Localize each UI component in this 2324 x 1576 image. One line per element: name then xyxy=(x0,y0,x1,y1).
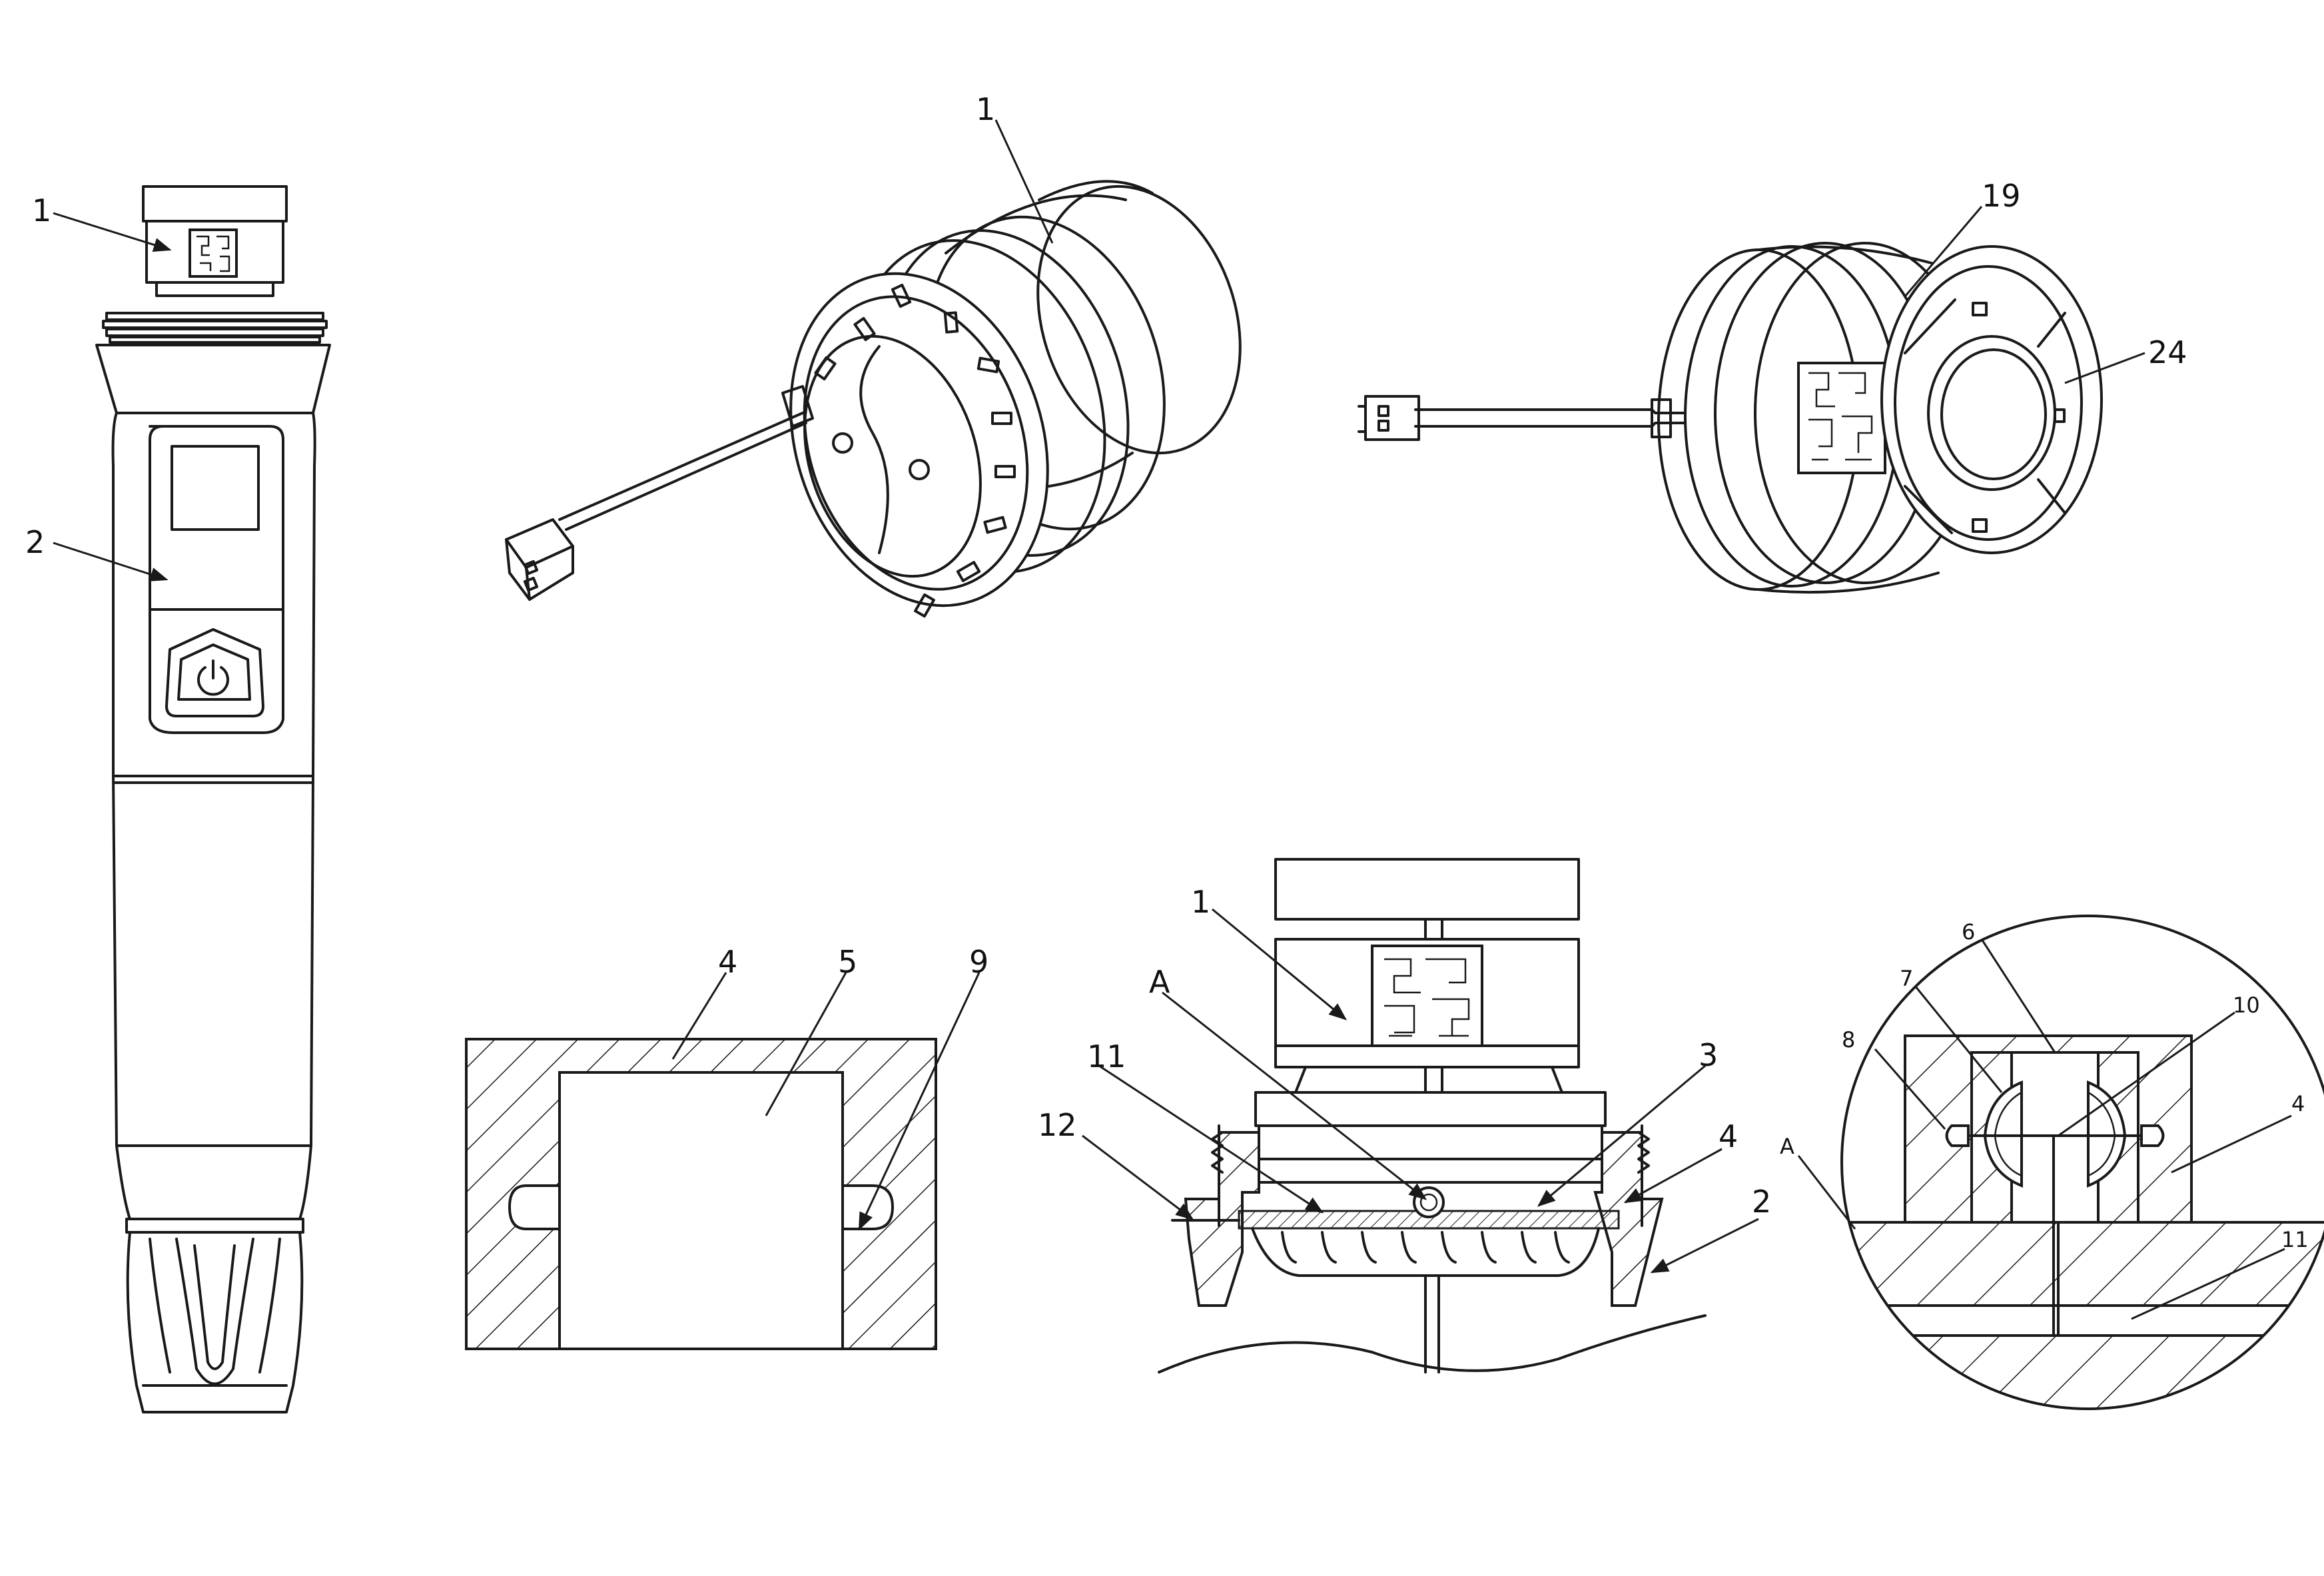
assembly-cap xyxy=(1274,858,1580,921)
pen-neck xyxy=(155,281,274,297)
assembly-threads xyxy=(1211,1131,1650,1174)
label-detail-6: 6 xyxy=(1962,919,1975,945)
label-front-1: 1 xyxy=(976,91,995,127)
label-detail-10: 10 xyxy=(2233,992,2260,1018)
module-front-rear-face xyxy=(1036,185,1242,455)
label-detail-4: 4 xyxy=(2291,1091,2305,1116)
module-rear-sensor-block xyxy=(1797,362,1886,474)
pen-band xyxy=(125,1218,304,1234)
label-assembly-12: 12 xyxy=(1038,1107,1077,1143)
module-rear-connector xyxy=(1357,395,1420,441)
section-block-cavity xyxy=(558,1071,844,1350)
label-assembly-a: A xyxy=(1149,964,1170,1000)
label-block-4: 4 xyxy=(718,944,737,980)
assembly-detail-point xyxy=(1413,1186,1445,1218)
module-front-hole-left xyxy=(832,432,853,454)
detail-pin-right xyxy=(2140,1124,2165,1147)
module-front-connector xyxy=(505,518,574,601)
module-front-view xyxy=(505,180,1242,618)
module-front-hole-right xyxy=(909,459,930,480)
module-rear-front-ring xyxy=(1880,245,2103,554)
label-rear-24: 24 xyxy=(2148,334,2187,370)
pen-tip xyxy=(126,1231,304,1413)
power-button[interactable] xyxy=(177,643,251,701)
assembly-shoulder xyxy=(1254,1091,1607,1127)
power-icon xyxy=(197,659,229,696)
assembly-sensor-chip xyxy=(1371,945,1483,1047)
detail-a-circle xyxy=(1840,915,2324,1410)
assembly-section-view xyxy=(1158,858,1707,1374)
assembly-lower-ring xyxy=(1274,1044,1580,1068)
label-detail-a: A xyxy=(1780,1134,1794,1159)
label-assembly-11: 11 xyxy=(1087,1038,1126,1074)
pen-button-bezel xyxy=(165,628,264,717)
pen-threads xyxy=(102,312,328,344)
pen-display-panel xyxy=(149,425,284,611)
label-pen-2: 2 xyxy=(25,524,45,560)
section-block-view xyxy=(465,1038,937,1350)
detail-pin-left xyxy=(1945,1124,1970,1147)
callout-labels: 1 2 1 19 24 4 5 9 1 A 11 12 3 4 2 6 7 10… xyxy=(25,91,2309,1252)
label-assembly-1: 1 xyxy=(1191,884,1210,920)
assembly-fins xyxy=(1281,1231,1570,1264)
module-front-cable xyxy=(558,385,814,531)
label-block-9: 9 xyxy=(969,944,988,980)
module-front-ring xyxy=(789,272,1049,607)
module-front-ring-notches xyxy=(814,283,1016,618)
module-rear-cable xyxy=(1414,398,1687,438)
label-detail-8: 8 xyxy=(1842,1027,1855,1052)
pen-view xyxy=(95,185,331,1413)
pen-lower-body xyxy=(112,775,314,1220)
module-rear-view xyxy=(1357,242,2103,594)
label-rear-19: 19 xyxy=(1982,178,2021,214)
label-detail-7: 7 xyxy=(1900,966,1913,991)
assembly-bottom-cup xyxy=(1251,1227,1600,1277)
section-block-slot-right xyxy=(841,1184,895,1230)
pen-screen xyxy=(171,445,260,531)
pen-button-panel xyxy=(149,608,284,734)
assembly-break-line xyxy=(1158,1314,1707,1374)
pen-collar xyxy=(95,344,331,414)
pen-chip-pattern xyxy=(196,235,230,272)
label-assembly-4: 4 xyxy=(1719,1118,1738,1154)
leader-lines xyxy=(53,119,2292,1320)
section-block-slot-left xyxy=(508,1184,561,1230)
label-pen-1: 1 xyxy=(32,193,51,228)
module-rear-tab-right xyxy=(2054,408,2066,423)
detail-base xyxy=(1842,1221,2324,1307)
module-rear-tab-bottom xyxy=(1972,518,1988,533)
assembly-housing-right xyxy=(1593,1131,1664,1307)
module-rear-tab-top xyxy=(1972,302,1988,316)
label-block-5: 5 xyxy=(838,944,857,980)
label-assembly-3: 3 xyxy=(1699,1037,1718,1073)
label-assembly-2: 2 xyxy=(1752,1184,1771,1220)
detail-gap xyxy=(1842,1304,2324,1337)
pen-head-cap xyxy=(142,185,288,222)
module-front-face xyxy=(803,334,982,578)
label-detail-11: 11 xyxy=(2281,1227,2309,1252)
pen-upper-body xyxy=(111,412,316,777)
module-front-yinyang xyxy=(859,345,889,554)
